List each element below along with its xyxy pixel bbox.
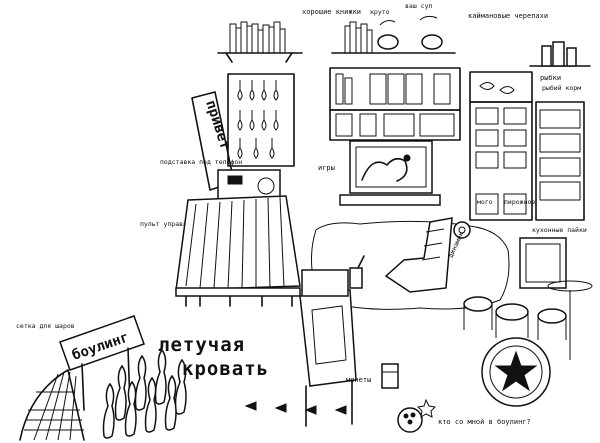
star-icon [494,350,538,392]
drum-kit [463,280,593,407]
label-tv-stand: подставка под телефон [160,158,242,166]
media-unit [329,67,461,141]
label-pie: пирожное [504,198,535,206]
tv [339,140,441,206]
label-fish-food: рыбий корм [542,84,581,92]
jar-shelf [529,41,591,67]
bookshelf-center [331,15,456,54]
label-good-books: хорошие книжки [302,8,361,16]
door-poster [519,237,567,289]
bookshelf-left [217,21,303,63]
label-your-soup: ваш суп [405,2,432,10]
bowling-ball [397,398,437,433]
speaker [453,221,471,239]
title-line1: летучая [158,334,245,356]
coin-jar [381,363,399,389]
label-coins: монеты [346,376,371,384]
bowling-sign [59,315,145,411]
turtle-icon [377,34,399,50]
ball-net [19,369,85,441]
label-mojo: мого [477,198,493,206]
label-who-bowling: кто со мной в боулинг? [438,418,531,426]
label-net: сетка для шаров [16,322,75,330]
turtle-icon [421,34,443,50]
kitchen-cabinet [535,101,585,221]
label-turtles: каймановые черепахи [468,12,548,20]
label-fish: рыбки [540,74,561,82]
label-cool: круто [370,8,390,16]
label-games: игры [318,164,335,172]
label-kitchen-snacks: кухонные пайки [532,226,587,234]
guitar-wall [227,73,295,167]
flying-bed [175,195,301,307]
bowling-pins [102,348,187,439]
floor-arrows [244,401,347,415]
title-line2: кровать [182,358,269,380]
fridge [469,71,533,221]
pinball-machine [299,269,357,427]
gaming-chair [384,217,453,293]
sparkle-icon [416,398,437,418]
drink-glass [349,255,365,289]
